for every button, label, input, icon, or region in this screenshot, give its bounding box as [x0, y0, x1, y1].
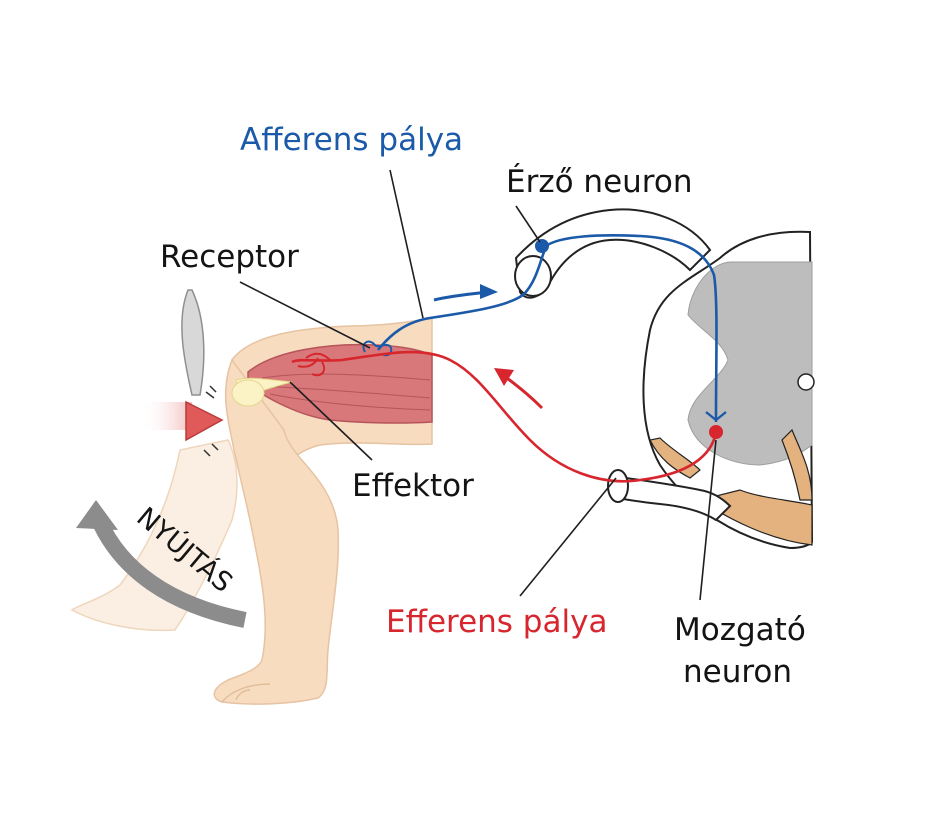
leader-lines: [239, 169, 717, 601]
leader-effector: [289, 381, 373, 461]
foot-toes: [221, 683, 271, 703]
afferent-nerve-line: [376, 234, 718, 416]
leader-receptor: [239, 281, 371, 349]
sensory-neuron-label: Érző neuron: [506, 164, 692, 200]
efferent-nerve-line: [291, 350, 718, 483]
efferent-arrow: [503, 374, 544, 410]
afferent-path-label: Afferens pálya: [240, 122, 463, 158]
quadriceps-muscle: [231, 343, 433, 424]
effector-label: Effektor: [352, 468, 474, 504]
receptor-label: Receptor: [160, 239, 299, 275]
motor-neuron-soma: [709, 425, 723, 439]
motor-neuron-label-line1: Mozgató: [674, 612, 806, 648]
efferent-pathway: [291, 350, 723, 483]
reflex-hammer: [140, 289, 224, 457]
motor-neuron-label-line2: neuron: [683, 654, 792, 690]
afferent-arrow: [433, 290, 489, 302]
lower-leg-ghost: [70, 439, 238, 632]
leader-motor-neuron: [699, 439, 717, 601]
dorsal-root-tube: [514, 208, 712, 299]
sensory-neuron-soma: [535, 239, 549, 253]
extension-arrow: [76, 500, 247, 628]
leader-efferent: [519, 477, 617, 597]
ventral-root-tube: [607, 469, 732, 522]
leader-sensory-neuron: [515, 205, 541, 243]
efferent-path-label: Efferens pálya: [386, 604, 607, 640]
leader-afferent: [389, 169, 424, 319]
